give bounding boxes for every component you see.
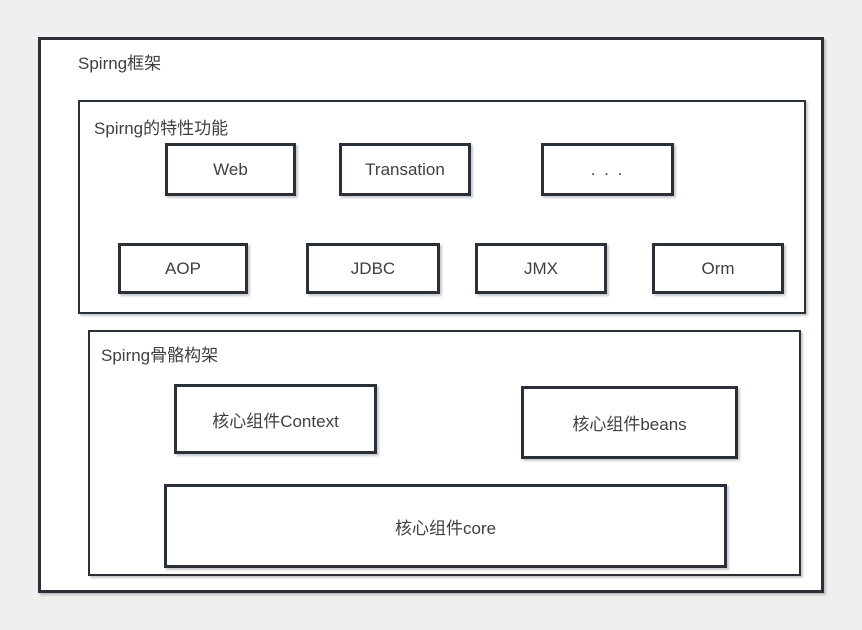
framework-title: Spirng框架 <box>78 54 162 73</box>
feature-box-orm: Orm <box>652 243 784 294</box>
feature-box-aop: AOP <box>118 243 248 294</box>
feature-box-ellipsis: . . . <box>541 143 674 196</box>
feature-box-web: Web <box>165 143 296 196</box>
feature-box-transation: Transation <box>339 143 471 196</box>
core-component-context-box: 核心组件Context <box>174 384 377 454</box>
feature-box-jmx: JMX <box>475 243 607 294</box>
skeleton-section-title: Spirng骨骼构架 <box>101 346 219 365</box>
features-section-title: Spirng的特性功能 <box>94 119 229 138</box>
core-component-beans-box: 核心组件beans <box>521 386 738 459</box>
feature-box-jdbc: JDBC <box>306 243 440 294</box>
core-component-core-box: 核心组件core <box>164 484 727 568</box>
